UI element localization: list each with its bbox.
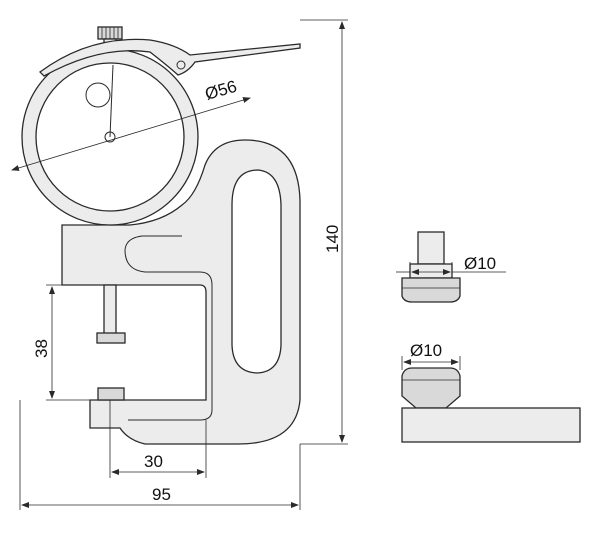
detail-upper-contact: Ø10 bbox=[396, 231, 506, 303]
dimension-overall-width: 95 bbox=[21, 485, 299, 508]
dimension-throat-depth: 30 bbox=[111, 452, 205, 475]
gauge-frame bbox=[61, 139, 301, 445]
dim-label-dial-diameter: Ø56 bbox=[203, 77, 239, 104]
dimension-opening-height: 38 bbox=[32, 286, 55, 399]
measuring-spindle bbox=[96, 284, 126, 344]
dim-label-opening-height: 38 bbox=[32, 339, 51, 358]
detail-lower-anvil: Ø10 bbox=[401, 341, 581, 443]
dim-label-throat-depth: 30 bbox=[144, 452, 163, 471]
lower-anvil bbox=[97, 387, 125, 401]
dim-label-lower-anvil: Ø10 bbox=[410, 341, 442, 360]
dim-label-overall-height: 140 bbox=[323, 225, 342, 253]
dimension-overall-height: 140 bbox=[323, 21, 345, 443]
extension-lines bbox=[19, 19, 348, 510]
dim-label-overall-width: 95 bbox=[152, 485, 171, 504]
dim-label-upper-contact: Ø10 bbox=[464, 254, 496, 273]
